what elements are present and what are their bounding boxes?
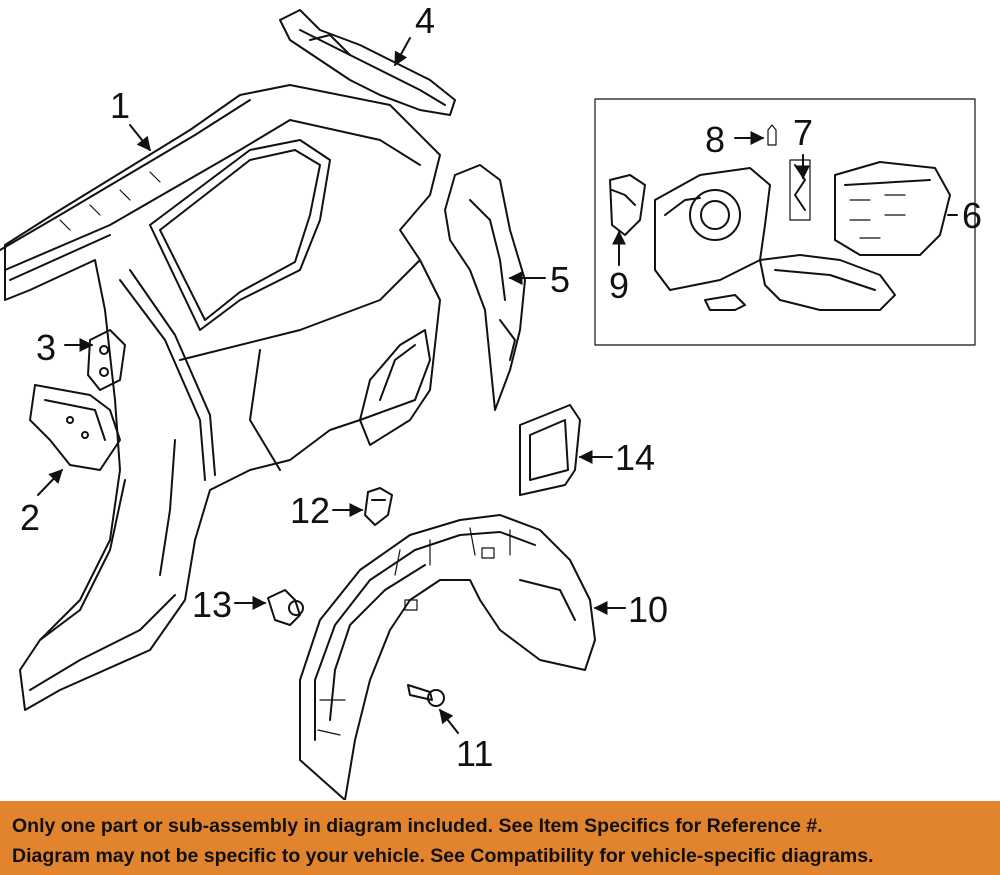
callout-6: 6 <box>962 195 982 236</box>
callout-12: 12 <box>290 490 330 531</box>
callout-leaders <box>37 37 958 734</box>
disclaimer-banner: Only one part or sub-assembly in diagram… <box>0 801 1000 875</box>
callout-3: 3 <box>36 327 56 368</box>
callout-10: 10 <box>628 589 668 630</box>
callout-7: 7 <box>793 112 813 153</box>
callout-14: 14 <box>615 437 655 478</box>
callout-5: 5 <box>550 259 570 300</box>
screw-11 <box>407 684 445 707</box>
fuel-door-box <box>594 98 976 346</box>
parts-diagram: 1 4 5 3 2 6 7 8 9 10 11 12 13 14 <box>0 0 982 800</box>
callout-11: 11 <box>456 733 493 774</box>
plug-13 <box>267 589 304 626</box>
bracket-part-3 <box>87 329 126 391</box>
bracket-part-2 <box>29 384 121 471</box>
callout-1: 1 <box>110 85 130 126</box>
callout-8: 8 <box>705 119 725 160</box>
disclaimer-line-2: Diagram may not be specific to your vehi… <box>12 845 874 867</box>
callout-13: 13 <box>192 584 232 625</box>
rear-gutter-part <box>279 9 456 116</box>
wheel-liner <box>299 514 596 800</box>
callout-4: 4 <box>415 0 435 41</box>
callout-2: 2 <box>20 497 40 538</box>
callout-9: 9 <box>609 265 629 306</box>
pillar-reinforcement <box>444 164 526 411</box>
disclaimer-line-1: Only one part or sub-assembly in diagram… <box>12 815 823 837</box>
clip-12 <box>364 487 393 526</box>
trim-panel-14 <box>519 404 581 496</box>
quarter-panel <box>0 84 441 711</box>
